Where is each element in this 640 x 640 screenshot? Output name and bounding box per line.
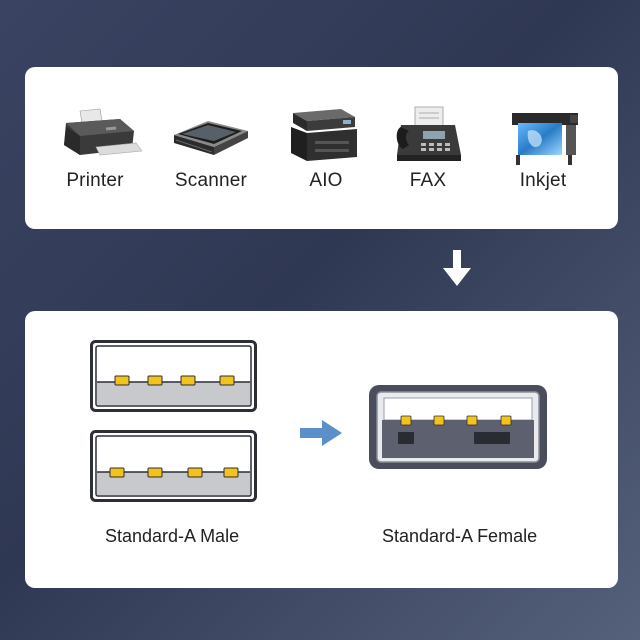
female-connector-label: Standard-A Female (382, 526, 538, 546)
device-label: Inkjet (519, 170, 567, 191)
device-label: FAX (409, 170, 447, 191)
scanner-icon (174, 121, 248, 155)
devices-panel: Printer Scanner AIO (25, 67, 618, 229)
device-label: Printer (66, 170, 124, 191)
all-in-one-printer-icon (291, 109, 357, 161)
fax-machine-icon (396, 106, 461, 161)
large-format-inkjet-icon (512, 113, 578, 165)
right-arrow-icon (300, 420, 342, 446)
down-arrow-icon (443, 250, 471, 286)
usb-a-male-plug-icon (90, 340, 257, 412)
printer-icon (64, 108, 143, 156)
male-connector-label: Standard-A Male (105, 526, 240, 546)
device-label: Scanner (174, 170, 248, 191)
usb-a-female-port-icon (369, 385, 547, 469)
device-label: AIO (309, 170, 343, 191)
usb-a-male-plug-icon (90, 430, 257, 502)
